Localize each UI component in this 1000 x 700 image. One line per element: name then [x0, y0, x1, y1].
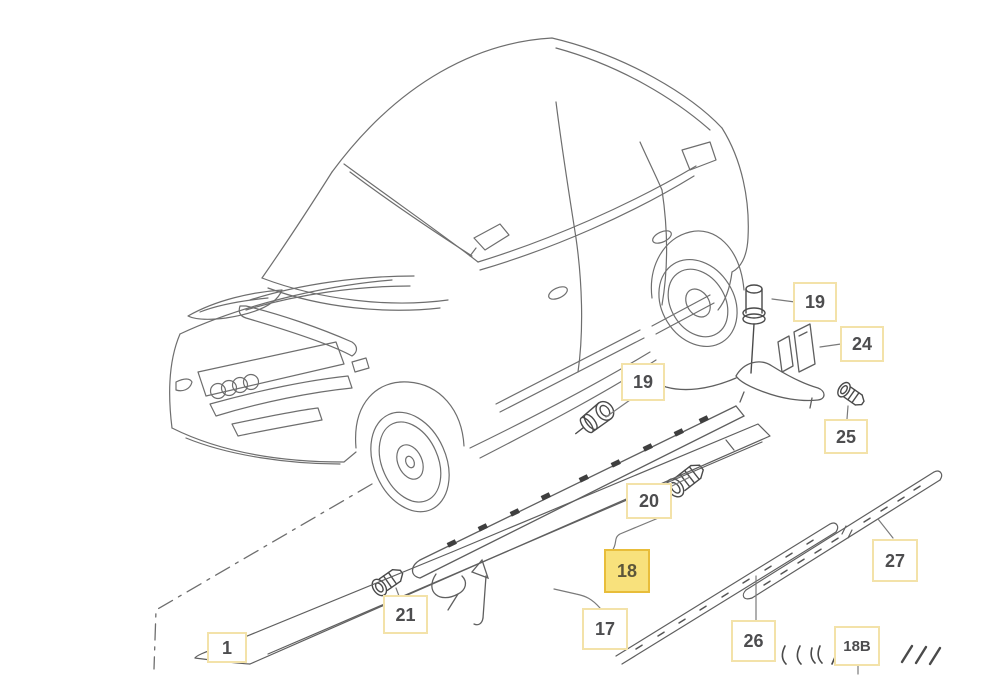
callout-25[interactable]: 25 — [824, 419, 868, 454]
callout-18B[interactable]: 18B — [834, 626, 880, 666]
car-line-art — [169, 37, 749, 513]
callout-19-middle[interactable]: 19 — [621, 363, 665, 401]
callout-21[interactable]: 21 — [383, 595, 428, 634]
bracket-24-drawing — [655, 323, 825, 409]
sill-strip-clip-nubs — [446, 415, 709, 548]
callout-18-highlighted[interactable]: 18 — [604, 549, 650, 593]
callout-1[interactable]: 1 — [207, 632, 247, 663]
callout-26[interactable]: 26 — [731, 620, 776, 662]
section-boundary-line — [153, 483, 373, 670]
screw-21-drawing — [371, 568, 404, 597]
clip-19-mid-drawing — [575, 400, 615, 435]
callout-24[interactable]: 24 — [840, 326, 884, 362]
pin-clip-drawing — [470, 558, 490, 626]
molding-strip-26-drawing — [615, 522, 839, 665]
callout-20[interactable]: 20 — [626, 483, 672, 519]
callout-19-upper[interactable]: 19 — [793, 282, 837, 322]
screw-25-drawing — [837, 381, 865, 406]
callout-17[interactable]: 17 — [582, 608, 628, 650]
leader-lines — [395, 298, 894, 675]
clip-19-upper-drawing — [742, 284, 766, 374]
callout-27[interactable]: 27 — [872, 539, 918, 582]
molding-strip-27-drawing — [742, 470, 943, 600]
sill-protector-strip — [411, 405, 745, 611]
